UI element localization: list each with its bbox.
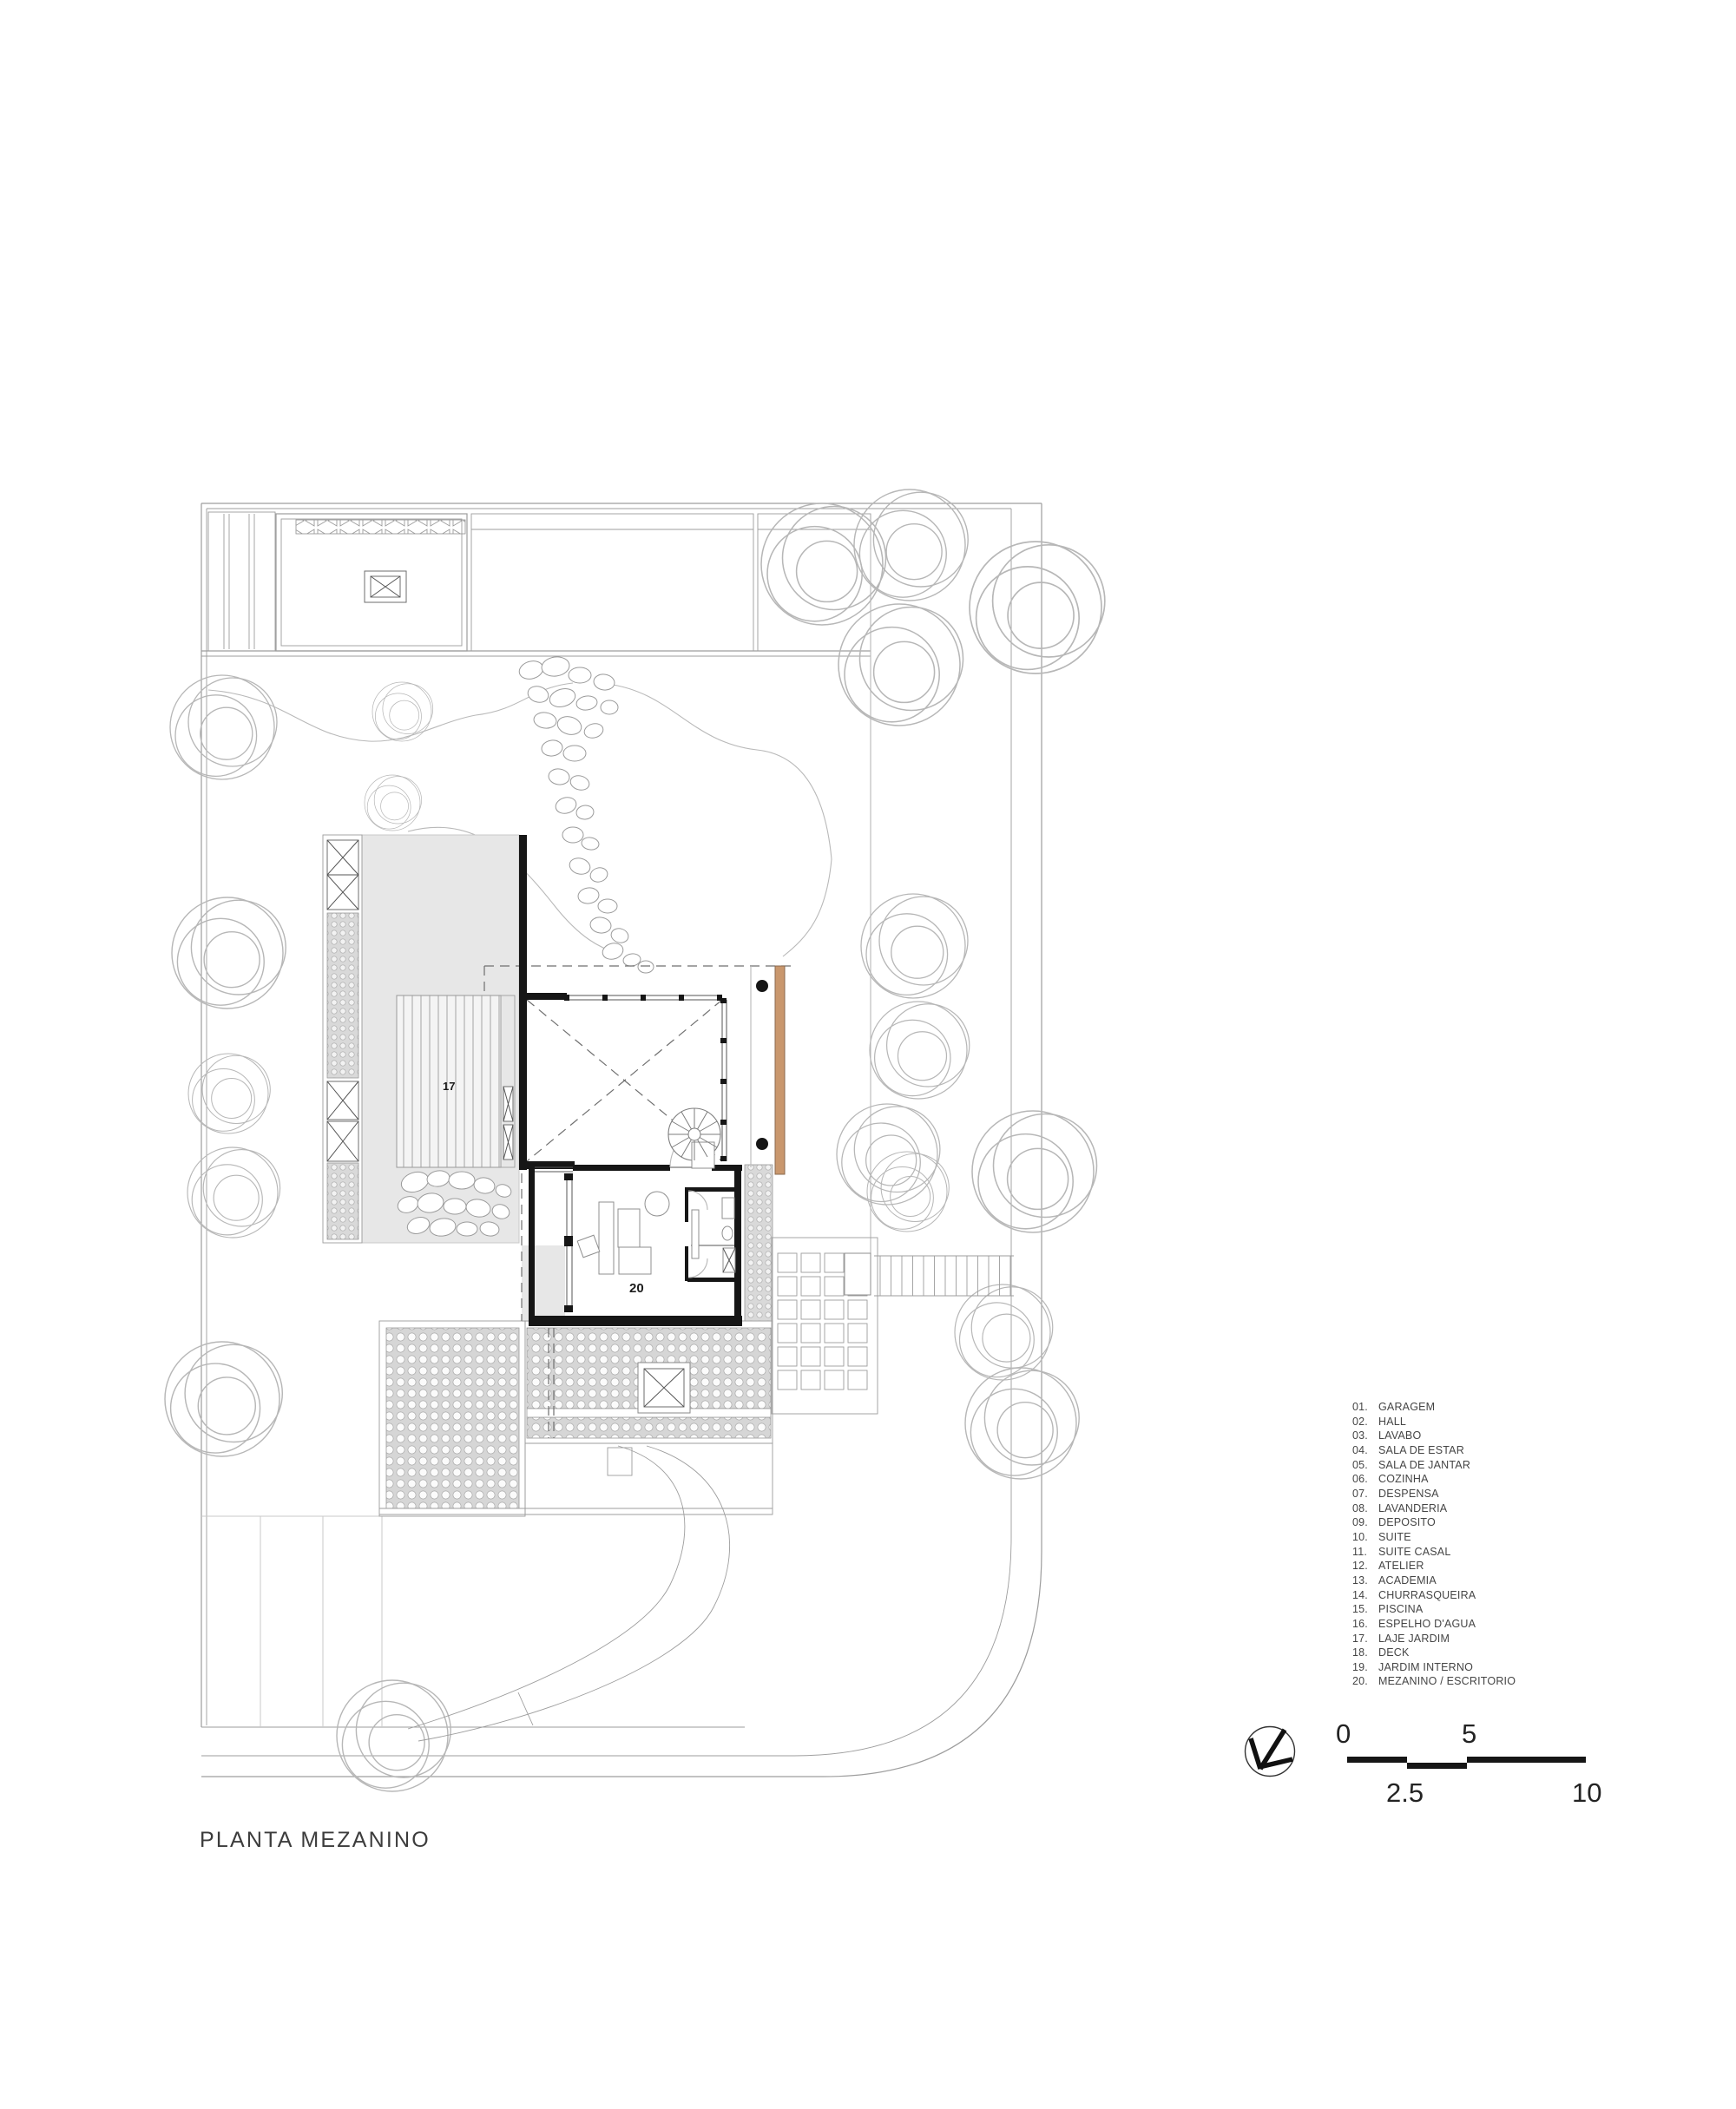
gravel-strip (326, 1162, 359, 1240)
column (756, 980, 768, 992)
legend-item: 17.LAJE JARDIM (1352, 1632, 1450, 1645)
spiral-stair (667, 1107, 721, 1169)
gravel-terraces (378, 1164, 773, 1517)
side-table (644, 1191, 670, 1217)
legend-item: 10.SUITE (1352, 1530, 1411, 1543)
legend-item: 07.DESPENSA (1352, 1487, 1439, 1500)
legend-item: 12.ATELIER (1352, 1560, 1424, 1573)
legend-item: 11.SUITE CASAL (1352, 1545, 1451, 1558)
planter-xbox (326, 1120, 359, 1162)
stepping-path (874, 1255, 1014, 1297)
legend-item: 03.LAVABO (1352, 1429, 1422, 1442)
legend-item: 05.SALA DE JANTAR (1352, 1458, 1471, 1471)
sink (721, 1197, 735, 1219)
north-arrow (1244, 1725, 1296, 1777)
scale-label-5: 5 (1462, 1718, 1477, 1749)
gravel-strip-east (744, 1164, 773, 1322)
upper-terrace-strip (201, 511, 871, 657)
trees (164, 489, 1106, 1792)
legend-item: 19.JARDIM INTERNO (1352, 1660, 1474, 1673)
legend-item: 06.COZINHA (1352, 1473, 1429, 1486)
lower-terrace (524, 1442, 773, 1515)
legend-item: 15.PISCINA (1352, 1603, 1424, 1616)
walls (519, 835, 742, 1326)
pool-drain-box (364, 570, 407, 603)
lawn-panel-b (757, 513, 871, 652)
planter-strip (322, 834, 363, 1244)
office-desk (576, 1191, 670, 1275)
deck-boards (207, 511, 276, 652)
gravel-strip (326, 912, 359, 1079)
driveway-curve (407, 1445, 731, 1742)
bathroom (685, 1187, 740, 1282)
office-window-wall (535, 1166, 573, 1312)
river-rocks (397, 1170, 512, 1237)
stone-path (518, 656, 654, 974)
pool (275, 513, 468, 652)
legend-item: 13.ACADEMIA (1352, 1574, 1437, 1587)
legend-item: 20.MEZANINO / ESCRITORIO (1352, 1675, 1516, 1688)
legend-item: 04.SALA DE ESTAR (1352, 1443, 1464, 1456)
column (756, 1138, 768, 1150)
room-label-17: 17 (443, 1080, 456, 1093)
toilet (721, 1225, 733, 1241)
site-boundary (201, 503, 1042, 1777)
legend-item: 01.GARAGEM (1352, 1401, 1436, 1413)
terrace-skylight (637, 1362, 691, 1414)
scale-bar (1347, 1757, 1586, 1769)
scale-label-0: 0 (1336, 1718, 1351, 1749)
legend-item: 09.DEPOSITO (1352, 1516, 1436, 1529)
garden-bed-curves (201, 523, 871, 1727)
wood-brise-wall (774, 965, 786, 1175)
internal-garden-planter (522, 1245, 565, 1322)
scale-label-10: 10 (1572, 1777, 1602, 1808)
building-mezzanine (483, 835, 797, 1326)
legend-item: 16.ESPELHO D'AGUA (1352, 1617, 1476, 1630)
office-chair (576, 1234, 601, 1258)
legend-item: 18.DECK (1352, 1646, 1410, 1659)
pergola-louvers (295, 519, 466, 535)
room-label-20: 20 (629, 1281, 644, 1296)
roof-deck-17 (396, 995, 516, 1168)
lawn-panel-a (470, 513, 754, 652)
planter-xbox (326, 1081, 359, 1120)
paver-patio (771, 1237, 878, 1415)
legend-item: 14.CHURRASQUEIRA (1352, 1588, 1476, 1601)
planter-xbox (326, 839, 359, 910)
legend-item: 02.HALL (1352, 1415, 1407, 1428)
plan-title: PLANTA MEZANINO (200, 1828, 431, 1852)
scale-label-2-5: 2.5 (1386, 1777, 1424, 1808)
legend-item: 08.LAVANDERIA (1352, 1501, 1448, 1514)
bath-cabinet (691, 1209, 700, 1259)
